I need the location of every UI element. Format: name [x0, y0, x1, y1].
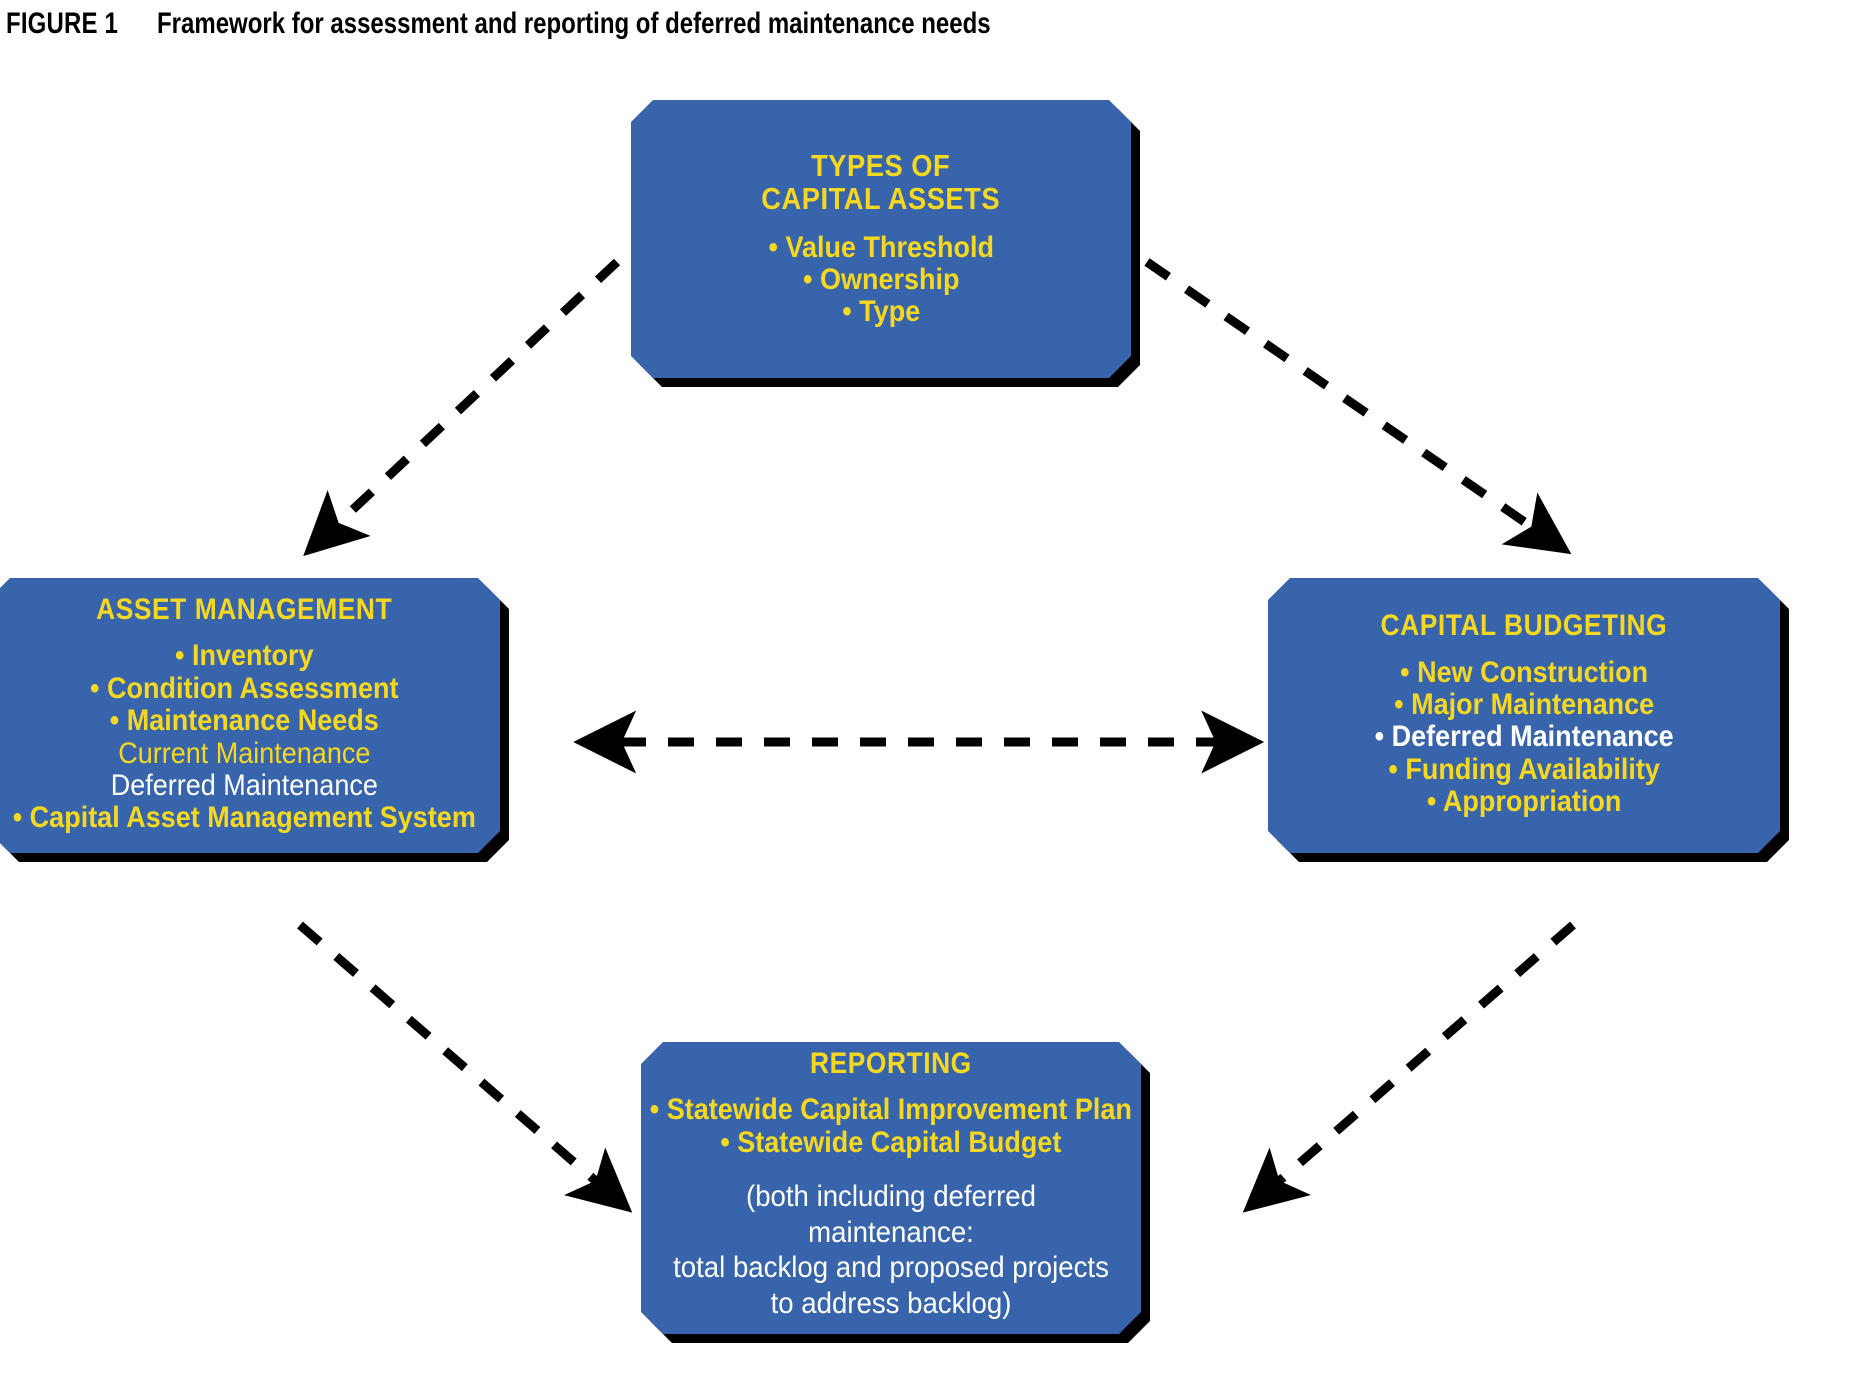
node-note-line-3: to address backlog) — [770, 1287, 1012, 1321]
list-item-deferred-maintenance: • Deferred Maintenance — [1374, 720, 1674, 754]
node-types-of-capital-assets[interactable]: TYPES OF CAPITAL ASSETS • Value Threshol… — [631, 100, 1131, 378]
list-item-current-maintenance: Current Maintenance — [117, 736, 371, 770]
list-item: • Value Threshold — [768, 230, 994, 264]
node-title: ASSET MANAGEMENT — [96, 593, 392, 627]
node-title-line-2: CAPITAL ASSETS — [761, 181, 1001, 217]
node-face — [1268, 578, 1780, 853]
list-item: • Statewide Capital Budget — [720, 1125, 1062, 1159]
list-item: • Major Maintenance — [1393, 687, 1655, 721]
node-bullet-list: • New Construction • Major Maintenance •… — [1358, 655, 1690, 819]
list-item-deferred-maintenance: Deferred Maintenance — [110, 768, 378, 802]
node-reporting[interactable]: REPORTING • Statewide Capital Improvemen… — [641, 1042, 1141, 1334]
node-asset-management[interactable]: ASSET MANAGEMENT • Inventory • Condition… — [0, 578, 500, 853]
node-title: TYPES OF CAPITAL ASSETS — [762, 149, 1001, 215]
list-item: • Appropriation — [1426, 785, 1622, 819]
list-item: • Capital Asset Management System — [12, 801, 476, 835]
arrow-capital-budgeting-to-reporting — [1242, 921, 1576, 1213]
node-capital-budgeting[interactable]: CAPITAL BUDGETING • New Construction • M… — [1268, 578, 1780, 853]
figure-caption: FIGURE 1 Framework for assessment and re… — [6, 2, 1506, 46]
node-title: CAPITAL BUDGETING — [1380, 609, 1668, 643]
node-bullet-list: • Value Threshold • Ownership • Type — [756, 230, 1007, 329]
figure-title-text: Framework for assessment and reporting o… — [156, 7, 991, 40]
list-item: • Condition Assessment — [89, 671, 399, 705]
arrow-types-to-asset-management — [303, 258, 621, 557]
arrow-asset-management-to-reporting — [297, 921, 633, 1213]
node-title: REPORTING — [810, 1047, 972, 1081]
list-item: • Maintenance Needs — [109, 704, 379, 738]
list-item: • Funding Availability — [1388, 752, 1660, 786]
figure-number-label: FIGURE 1 — [6, 7, 118, 40]
arrow-types-to-capital-budgeting — [1144, 258, 1572, 555]
node-face — [0, 578, 500, 853]
list-item: • Inventory — [174, 639, 314, 673]
node-bullet-list: • Statewide Capital Improvement Plan • S… — [623, 1093, 1159, 1159]
node-title-line-1: TYPES OF — [811, 148, 951, 184]
list-item: • New Construction — [1400, 655, 1648, 689]
node-face — [641, 1042, 1141, 1334]
node-face — [631, 100, 1131, 378]
list-item: • Type — [842, 295, 920, 329]
node-note-line-2: total backlog and proposed projects — [673, 1251, 1109, 1285]
node-bullet-list: • Inventory • Condition Assessment • Mai… — [0, 639, 501, 835]
list-item: • Statewide Capital Improvement Plan — [649, 1093, 1133, 1127]
node-note: (both including deferred maintenance: to… — [661, 1179, 1121, 1322]
list-item: • Ownership — [802, 262, 960, 296]
node-note-line-1: (both including deferred maintenance: — [745, 1180, 1037, 1249]
